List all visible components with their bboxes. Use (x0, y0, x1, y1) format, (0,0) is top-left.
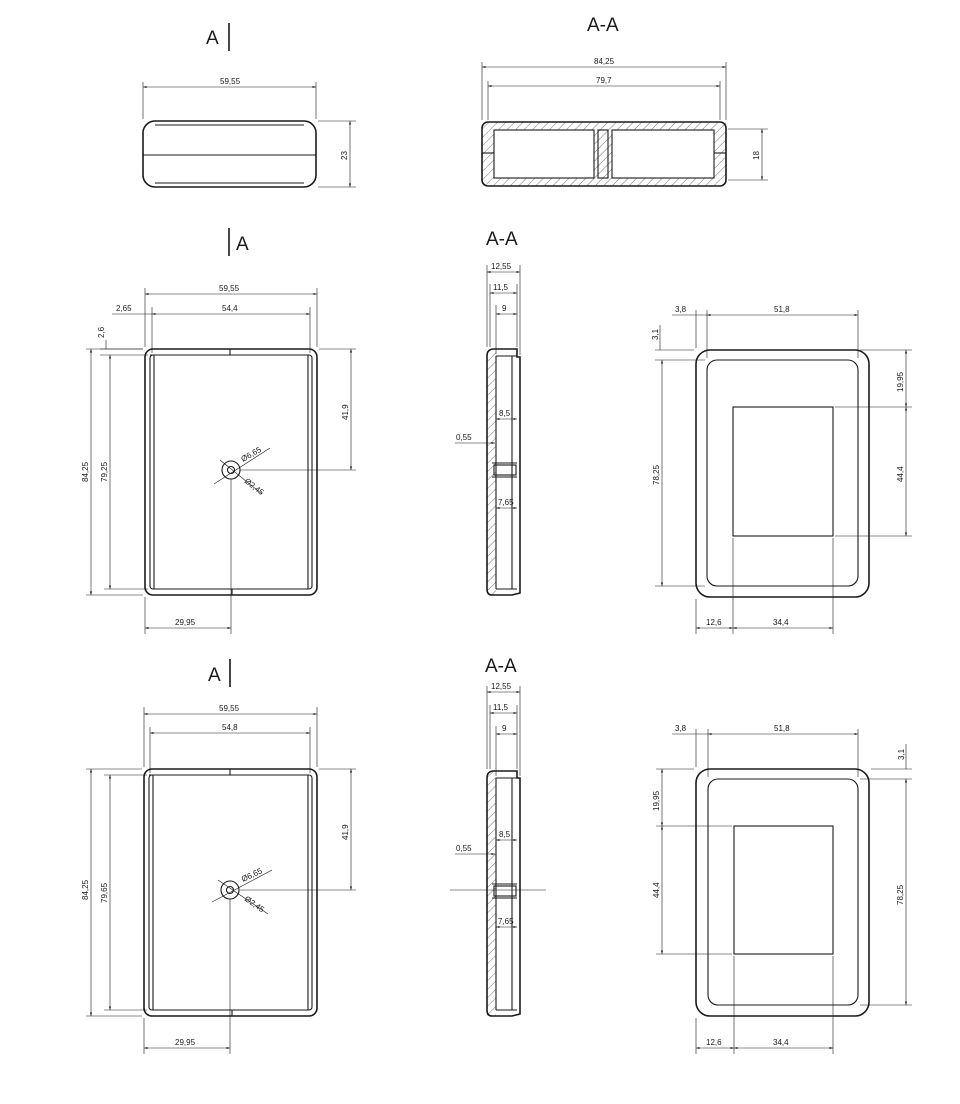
dim-mid-section-w2: 11,5 (493, 283, 509, 292)
view-label-a-mid: A (236, 234, 249, 255)
bot-front-view: Ø6,65 Ø2,45 59,55 54,8 84,25 79,65 41,9 … (81, 704, 356, 1054)
dim-bot-front-inner-h: 79,65 (100, 882, 109, 903)
dim-mid-back-left: 12,6 (706, 618, 722, 627)
dim-bot-back-window-w: 34,4 (773, 1038, 789, 1047)
dim-mid-front-width: 59,55 (219, 284, 240, 293)
dim-bot-front-half: 29,95 (175, 1038, 196, 1047)
dim-mid-section-wall: 0,55 (456, 433, 472, 442)
view-label-aa-mid: A-A (486, 229, 518, 250)
dim-bot-back-edge: 3,8 (675, 724, 687, 733)
dim-bot-section-w5: 7,65 (498, 917, 514, 926)
dim-mid-back-window-h: 44,4 (896, 466, 905, 482)
dim-mid-front-outer-h: 84,25 (81, 461, 90, 482)
dim-bot-back-top: 3,1 (897, 748, 906, 760)
dim-mid-back-upper: 19,95 (896, 371, 905, 392)
mid-back-view: 3,8 51,8 3,1 78,25 19,95 44,4 12,6 34,4 (651, 305, 912, 634)
view-label-aa-top: A-A (587, 15, 619, 36)
dim-mid-section-w4: 8,5 (499, 409, 511, 418)
dim-bot-back-upper: 19,95 (652, 790, 661, 811)
view-label-a-bot: A (208, 665, 221, 686)
top-section-view: 84,25 79,7 18 (481, 57, 768, 187)
dim-bot-hole-outer: Ø6,65 (240, 866, 264, 884)
mid-front-view: Ø6,65 Ø2,45 59,55 54,4 2,65 2,6 84,25 79… (81, 284, 356, 634)
dim-mid-back-edge: 3,8 (675, 305, 687, 314)
dim-top-section-height: 18 (752, 151, 761, 160)
dim-bot-back-height: 78,25 (896, 884, 905, 905)
dim-mid-back-top: 3,1 (651, 328, 660, 340)
dim-bot-section-w1: 12,55 (491, 682, 512, 691)
dim-mid-section-w5: 7,65 (498, 498, 514, 507)
dim-mid-back-height: 78,25 (652, 464, 661, 485)
dim-top-section-outer: 84,25 (594, 57, 615, 66)
dim-mid-back-window-w: 34,4 (773, 618, 789, 627)
dim-mid-front-upper: 41,9 (341, 404, 350, 420)
dim-bot-section-w3: 9 (502, 724, 507, 733)
top-side-view: 59,55 23 (142, 77, 356, 188)
dim-mid-front-edge: 2,65 (116, 304, 132, 313)
dim-bot-section-wall: 0,55 (456, 844, 472, 853)
dim-mid-section-w3: 9 (502, 304, 507, 313)
dim-bot-front-width: 59,55 (219, 704, 240, 713)
dim-mid-back-width: 51,8 (774, 305, 790, 314)
view-label-a-top: A (206, 28, 219, 49)
dim-bot-hole-inner: Ø2,45 (243, 894, 266, 914)
dim-mid-hole-outer: Ø6,65 (240, 445, 264, 464)
bot-back-view: 3,8 51,8 3,1 78,25 19,95 44,4 12,6 34,4 (652, 724, 912, 1054)
dim-bot-back-window-h: 44,4 (652, 882, 661, 898)
dim-mid-hole-inner: Ø2,45 (243, 476, 266, 497)
view-label-aa-bot: A-A (485, 656, 517, 677)
dim-bot-front-inner: 54,8 (222, 723, 238, 732)
bot-section-view: 12,55 11,5 9 8,5 0,55 7,65 (450, 682, 546, 1017)
dim-mid-front-inner-h: 79,25 (100, 461, 109, 482)
dim-mid-front-inner: 54,4 (222, 304, 238, 313)
dim-top-side-height: 23 (340, 151, 349, 160)
dim-bot-front-outer-h: 84,25 (81, 879, 90, 900)
dim-bot-section-w2: 11,5 (493, 703, 509, 712)
mid-section-view: 12,55 11,5 9 8,5 0,55 7,65 (455, 262, 521, 596)
dim-mid-front-half: 29,95 (175, 618, 196, 627)
dim-bot-back-left: 12,6 (706, 1038, 722, 1047)
dim-mid-section-w1: 12,55 (491, 262, 512, 271)
dim-top-side-width: 59,55 (220, 77, 241, 86)
dim-mid-front-top: 2,6 (97, 326, 106, 338)
dim-bot-section-w4: 8,5 (499, 830, 511, 839)
dim-bot-front-upper: 41,9 (341, 824, 350, 840)
dim-bot-back-width: 51,8 (774, 724, 790, 733)
dim-top-section-inner: 79,7 (596, 76, 612, 85)
